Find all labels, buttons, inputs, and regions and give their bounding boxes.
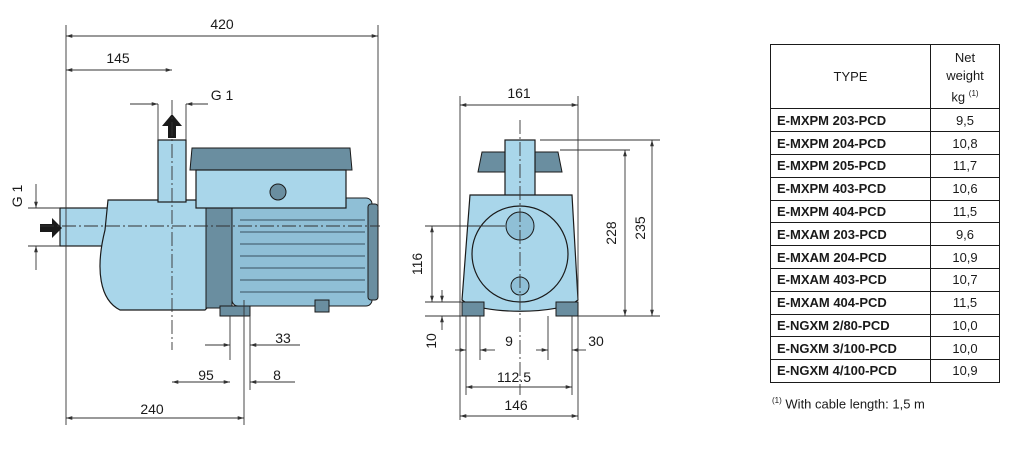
dim-116: 116: [409, 253, 425, 276]
header-weight-line1: Net: [954, 50, 976, 65]
motor-body: [231, 197, 373, 307]
control-box-gland: [269, 183, 287, 201]
weight-cell: 11,7: [930, 153, 1000, 178]
weight-cell: 11,5: [930, 290, 1000, 315]
dim-112-5: 112.5: [497, 369, 531, 385]
inlet-arrow-icon: [40, 218, 62, 238]
pump-type-cell: E-MXAM 403-PCD: [770, 267, 931, 292]
weight-cell: 10,9: [930, 359, 1000, 383]
side-view-pump: [40, 114, 379, 317]
footnote-text: With cable length: 1,5 m: [785, 396, 925, 412]
control-box-lid: [189, 147, 353, 171]
pump-type-cell: E-NGXM 2/80-PCD: [770, 313, 931, 338]
dim-95: 95: [198, 367, 214, 383]
weight-cell: 10,8: [930, 131, 1000, 155]
weight-cell: 11,5: [930, 199, 1000, 224]
front-foot-right: [555, 301, 579, 317]
dim-420: 420: [210, 16, 234, 32]
dim-228: 228: [603, 221, 619, 245]
pump-type-cell: E-NGXM 4/100-PCD: [770, 359, 931, 383]
dim-g1-left: G 1: [9, 185, 25, 208]
front-foot-left: [461, 301, 485, 317]
pump-type-cell: E-MXPM 403-PCD: [770, 176, 931, 201]
pump-casing: [99, 199, 216, 311]
header-weight-line2: weight: [946, 68, 984, 83]
dim-10: 10: [423, 333, 439, 349]
pump-foot-front: [219, 305, 251, 317]
pump-type-cell: E-MXAM 204-PCD: [770, 245, 931, 269]
weight-cell: 10,0: [930, 313, 1000, 338]
pump-foot-rear: [314, 299, 330, 313]
pump-type-cell: E-MXPM 203-PCD: [770, 108, 931, 133]
dim-9: 9: [505, 333, 513, 349]
dim-235: 235: [632, 216, 648, 240]
footnote-mark: (1): [772, 396, 782, 405]
front-dimensions: [425, 96, 660, 420]
side-dimensions: [28, 25, 379, 425]
pump-type-cell: E-MXPM 404-PCD: [770, 199, 931, 224]
header-net-weight: Net weight kg (1): [930, 43, 1000, 110]
weight-cell: 10,7: [930, 267, 1000, 292]
weight-cell: 10,6: [930, 176, 1000, 201]
dim-240: 240: [140, 401, 164, 417]
motor-fins: [240, 219, 365, 293]
footnote: (1) With cable length: 1,5 m: [772, 396, 925, 411]
table-header-row: TYPE Net weight kg (1): [770, 43, 1000, 110]
dim-145: 145: [106, 50, 130, 66]
weight-cell: 10,9: [930, 245, 1000, 269]
dim-30: 30: [588, 333, 604, 349]
header-type: TYPE: [770, 43, 931, 110]
dim-33: 33: [275, 330, 291, 346]
header-weight-unit: kg: [951, 89, 966, 105]
pump-type-cell: E-NGXM 3/100-PCD: [770, 336, 931, 361]
dim-146: 146: [504, 397, 528, 413]
weight-cell: 9,6: [930, 222, 1000, 247]
weight-cell: 10,0: [930, 336, 1000, 361]
pump-type-cell: E-MXPM 205-PCD: [770, 153, 931, 178]
dim-161: 161: [507, 85, 531, 101]
pump-type-cell: E-MXAM 203-PCD: [770, 222, 931, 247]
pump-flange: [205, 195, 233, 309]
pump-type-cell: E-MXAM 404-PCD: [770, 290, 931, 315]
pump-type-cell: E-MXPM 204-PCD: [770, 131, 931, 155]
dim-g1-top: G 1: [211, 87, 234, 103]
header-weight-note: (1): [968, 89, 979, 98]
motor-end-cap: [367, 203, 379, 301]
weight-cell: 9,5: [930, 108, 1000, 133]
pump-dimension-drawing: 420 145 G 1 G 1 33 95 8 240: [9, 16, 660, 425]
dim-8: 8: [273, 367, 281, 383]
